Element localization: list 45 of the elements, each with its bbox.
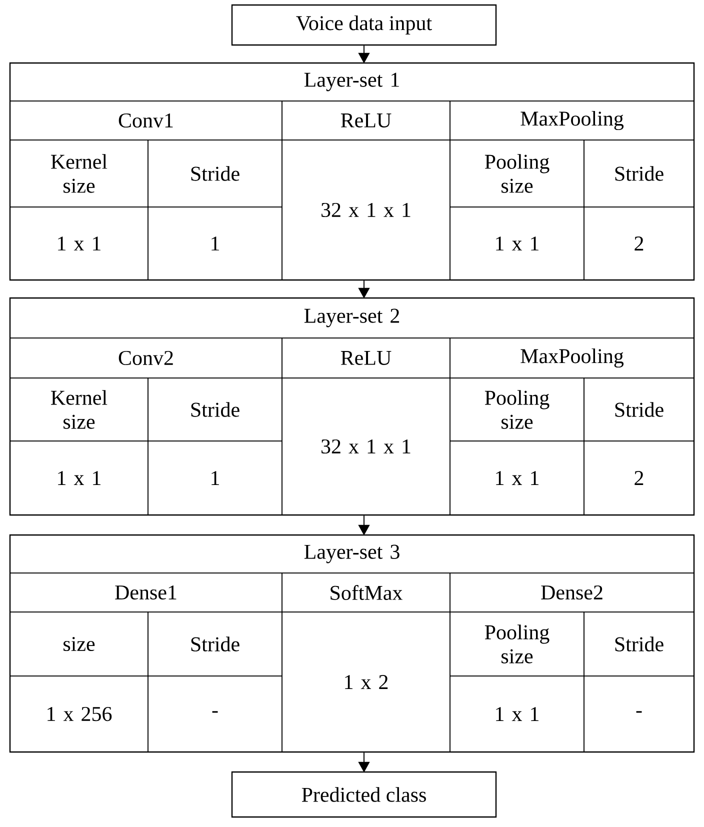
table-cell: Conv2 — [10, 338, 282, 378]
table-header: Layer-set 1 — [10, 62, 694, 102]
table-cell: 1 x 1 — [450, 676, 584, 752]
arrow — [358, 280, 370, 298]
table-cell: MaxPooling — [450, 100, 694, 140]
table-header: Layer-set 2 — [10, 298, 694, 338]
table-cell: Pooling size — [450, 140, 584, 208]
table-cell: 1 x 2 — [282, 612, 450, 752]
table-cell: Kernel size — [10, 378, 148, 442]
table-cell: 2 — [584, 440, 694, 516]
table-cell: Dense2 — [450, 572, 694, 612]
table-cell: 1 — [148, 440, 282, 516]
table-cell: 2 — [584, 206, 694, 280]
table-cell: 1 x 1 — [450, 206, 584, 280]
table-cell: Stride — [148, 612, 282, 676]
table-cell: 32 x 1 x 1 — [282, 140, 450, 280]
table-cell: 1 — [148, 206, 282, 280]
table-cell: Kernel size — [10, 140, 148, 208]
table-cell: Conv1 — [10, 100, 282, 140]
table-cell: - — [584, 676, 694, 752]
table-cell: 1 x 1 — [10, 206, 148, 280]
table-cell: Pooling size — [450, 612, 584, 676]
arrow — [358, 752, 370, 772]
table-cell: - — [148, 676, 282, 752]
table-cell: Stride — [584, 612, 694, 676]
table-cell: 1 x 256 — [10, 676, 148, 752]
process-box: Voice data input — [231, 4, 497, 46]
table-cell: Stride — [584, 378, 694, 442]
table-cell: size — [10, 612, 148, 676]
table-cell: 32 x 1 x 1 — [282, 378, 450, 516]
table-header: Layer-set 3 — [10, 534, 694, 574]
arrow — [358, 515, 370, 536]
table-cell: Stride — [148, 378, 282, 442]
table-cell: Stride — [584, 140, 694, 208]
table-cell: Dense1 — [10, 572, 282, 612]
table-cell: ReLU — [282, 100, 450, 140]
table-cell: ReLU — [282, 338, 450, 378]
table-cell: MaxPooling — [450, 338, 694, 378]
table-cell: Stride — [148, 140, 282, 208]
table-cell: 1 x 1 — [450, 440, 584, 516]
arrow — [358, 45, 370, 64]
process-box: Predicted class — [231, 771, 497, 818]
table-cell: SoftMax — [282, 572, 450, 612]
table-cell: 1 x 1 — [10, 440, 148, 516]
table-cell: Pooling size — [450, 378, 584, 442]
